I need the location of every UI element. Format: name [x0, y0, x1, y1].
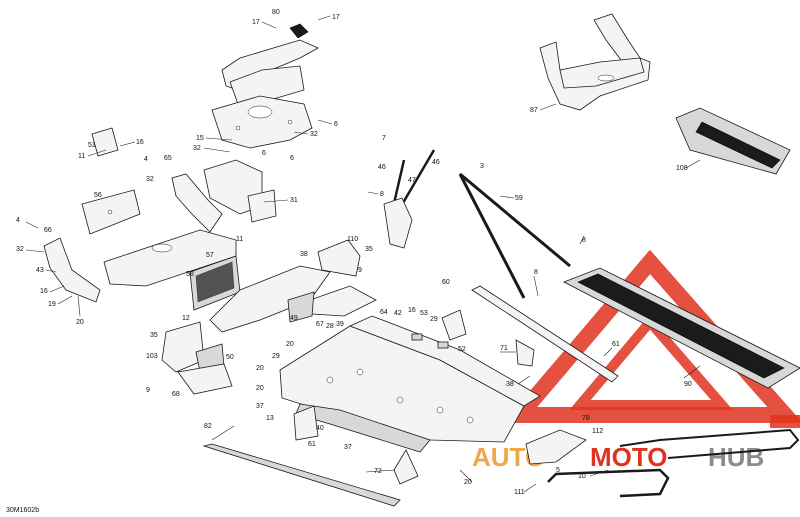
callout-label: 9	[358, 267, 362, 274]
callout-label: 32	[146, 176, 154, 183]
callout-label: 37	[256, 403, 264, 410]
leader-lines	[25, 15, 701, 493]
callout-label: 61	[612, 341, 620, 348]
callout-label: 12	[182, 315, 190, 322]
callout-label: 52	[458, 346, 466, 353]
callout-label: 11	[78, 153, 85, 160]
callout-label: 38	[506, 381, 514, 388]
callout-label: 35	[150, 332, 158, 339]
callout-label: 6	[262, 150, 266, 157]
callout-label: 10	[578, 473, 586, 480]
callout-label: 60	[442, 279, 450, 286]
callout-label: 68	[172, 391, 180, 398]
part-rear-bumper	[525, 428, 800, 498]
callout-label: 28	[326, 323, 334, 330]
callout-label: 3	[480, 163, 484, 170]
callout-label: 111	[514, 489, 525, 496]
callout-label: 108	[676, 165, 688, 172]
part-front-bulkhead	[43, 127, 237, 303]
callout-label: 59	[515, 195, 523, 202]
callout-label: 6	[334, 121, 338, 128]
callout-label: 20	[256, 365, 264, 372]
callout-label: 61	[308, 441, 316, 448]
callout-label: 37	[344, 444, 352, 451]
part-rear-frame	[539, 13, 651, 111]
callout-label: 29	[272, 353, 280, 360]
callout-label: 53	[420, 310, 428, 317]
callout-label: 49	[290, 315, 298, 322]
figure-code: 30M1602b	[6, 507, 39, 514]
callout-label: 43	[36, 267, 44, 274]
callout-label: 38	[300, 251, 308, 258]
callout-label: 31	[290, 197, 298, 204]
watermark-text-hub: HUB	[708, 442, 764, 472]
callout-label: 78	[582, 415, 590, 422]
callout-label: 16	[136, 139, 144, 146]
part-belly-pan	[161, 239, 377, 395]
callout-label: 20	[286, 341, 294, 348]
callout-label: 46	[378, 164, 386, 171]
callout-label: 50	[226, 354, 234, 361]
part-small-brackets	[293, 309, 535, 485]
callout-label: 56	[94, 192, 102, 199]
callout-label: 6	[290, 155, 294, 162]
callout-label: 90	[684, 381, 692, 388]
callout-label: 32	[193, 145, 201, 152]
callout-label: 17	[332, 14, 340, 21]
callout-label: 13	[266, 415, 274, 422]
callout-label: 64	[380, 309, 388, 316]
part-side-rail	[471, 285, 619, 383]
callout-label: 15	[196, 135, 204, 142]
callout-label: 47	[408, 177, 416, 184]
callout-label: 4	[144, 156, 148, 163]
callout-label: 8	[534, 269, 538, 276]
callout-label: 16	[408, 307, 416, 314]
callout-label: 103	[146, 353, 158, 360]
callout-label: 72	[374, 468, 382, 475]
part-engine-mount	[203, 159, 277, 223]
callout-label: 82	[204, 423, 212, 430]
callout-label: 20	[76, 319, 84, 326]
part-heat-exchanger-rear	[675, 107, 791, 175]
part-heat-exchanger-tunnel	[563, 267, 800, 389]
callout-label: 57	[206, 252, 214, 259]
part-tunnel	[279, 315, 541, 453]
part-running-board	[202, 443, 401, 507]
callout-label: 40	[316, 425, 324, 432]
callout-label: 39	[336, 321, 344, 328]
callout-label: 42	[394, 310, 402, 317]
callout-label: 32	[16, 246, 24, 253]
callout-label: 80	[272, 9, 280, 16]
callout-label: 8	[582, 237, 586, 244]
callout-label: 7	[382, 135, 386, 142]
callout-label: 16	[40, 288, 48, 295]
callout-label: 20	[464, 479, 472, 486]
callout-label: 11	[236, 236, 243, 243]
callout-label: 46	[432, 159, 440, 166]
callout-label: 5	[556, 467, 560, 474]
callout-labels: 80 17 17 6 32 87 6 15 32 16 51 11 6 108 …	[16, 9, 692, 496]
callout-label: 29	[430, 316, 438, 323]
callout-label: 51	[88, 142, 96, 149]
callout-label: 8	[380, 191, 384, 198]
callout-label: 110	[347, 236, 358, 243]
callout-label: 35	[365, 246, 373, 253]
callout-label: 67	[316, 321, 324, 328]
watermark-text-moto: MOTO	[590, 442, 668, 472]
callout-label: 112	[592, 428, 603, 435]
callout-label: 65	[164, 155, 172, 162]
callout-label: 66	[44, 227, 52, 234]
part-struts	[383, 149, 571, 299]
part-steering-support	[211, 23, 319, 149]
callout-label: 87	[530, 107, 538, 114]
callout-label: 9	[146, 387, 150, 394]
callout-label: 58	[186, 271, 194, 278]
callout-label: 19	[48, 301, 56, 308]
callout-label: 4	[16, 217, 20, 224]
callout-label: 71	[500, 345, 508, 352]
callout-label: 20	[256, 385, 264, 392]
callout-label: 32	[310, 131, 318, 138]
callout-label: 17	[252, 19, 260, 26]
